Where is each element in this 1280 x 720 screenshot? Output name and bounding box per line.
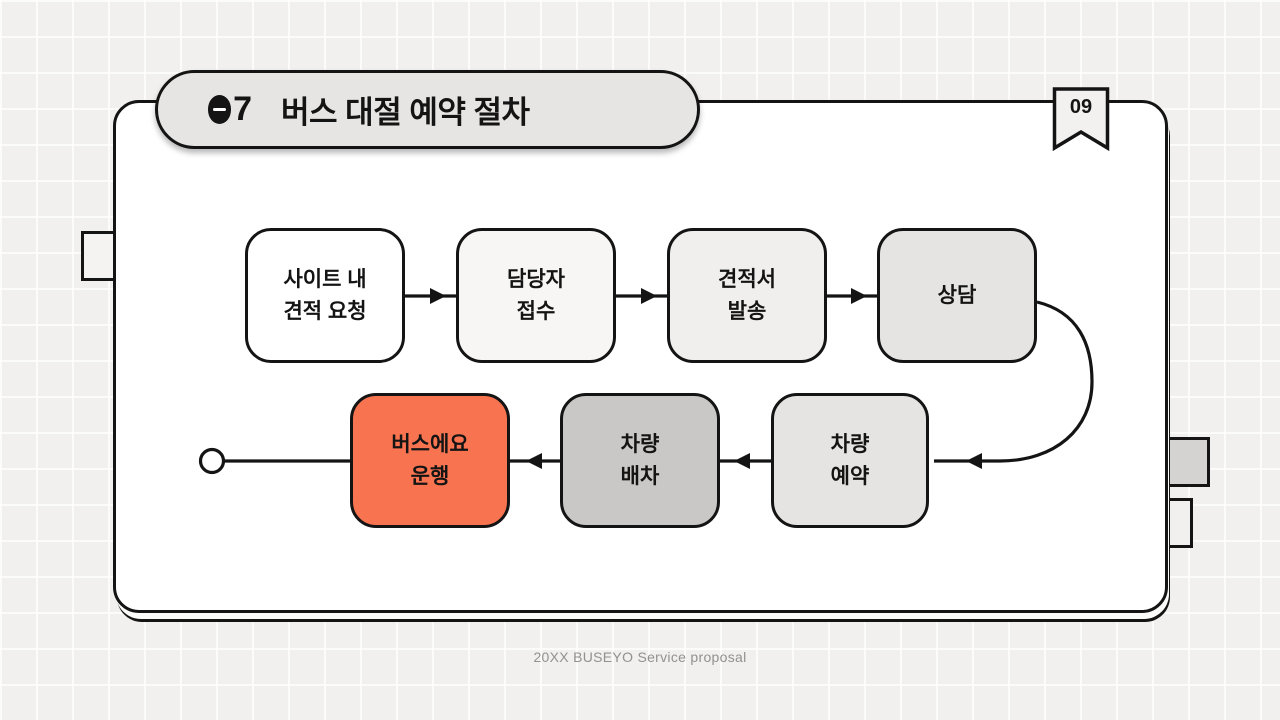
step-label-line: 담당자 [507, 268, 565, 291]
flow-step-quote-send: 견적서 발송 [667, 228, 827, 363]
step-label-line: 사이트 내 [283, 268, 367, 291]
step-label-line: 차량 [830, 433, 870, 456]
step-label-line: 상담 [937, 283, 977, 307]
flow-step-manager-receipt: 담당자 접수 [456, 228, 616, 363]
right-edge-tab-upper [1164, 437, 1210, 487]
step-label-line: 운행 [410, 464, 450, 488]
flow-step-vehicle-reservation: 차량 예약 [771, 393, 929, 528]
bookmark-ribbon: 09 [1052, 87, 1110, 153]
step-label-line: 버스에요 [391, 433, 469, 456]
step-label-line: 발송 [727, 299, 767, 323]
flow-step-vehicle-dispatch: 차량 배차 [560, 393, 720, 528]
bookmark-icon [1052, 87, 1110, 152]
page-title: 버스 대절 예약 절차 [281, 95, 530, 130]
right-edge-tab-lower [1164, 498, 1193, 548]
page-number: 09 [1069, 96, 1093, 118]
step-label-line: 예약 [830, 464, 870, 488]
slide-title-bar: 07 버스 대절 예약 절차 [155, 70, 700, 149]
left-edge-tab [81, 231, 119, 281]
flow-step-buseyo-operation: 버스에요 운행 [350, 393, 510, 528]
flow-step-consultation: 상담 [877, 228, 1037, 363]
step-label-line: 견적서 [718, 268, 776, 291]
step-label-line: 접수 [516, 299, 556, 323]
step-label-line: 배차 [620, 464, 660, 488]
step-label-line: 견적 요청 [283, 299, 367, 323]
step-label-line: 차량 [620, 433, 660, 456]
footer-text: 20XX BUSEYO Service proposal [533, 649, 747, 665]
flow-step-site-request: 사이트 내 견적 요청 [245, 228, 405, 363]
title-number: 07 [208, 90, 253, 129]
